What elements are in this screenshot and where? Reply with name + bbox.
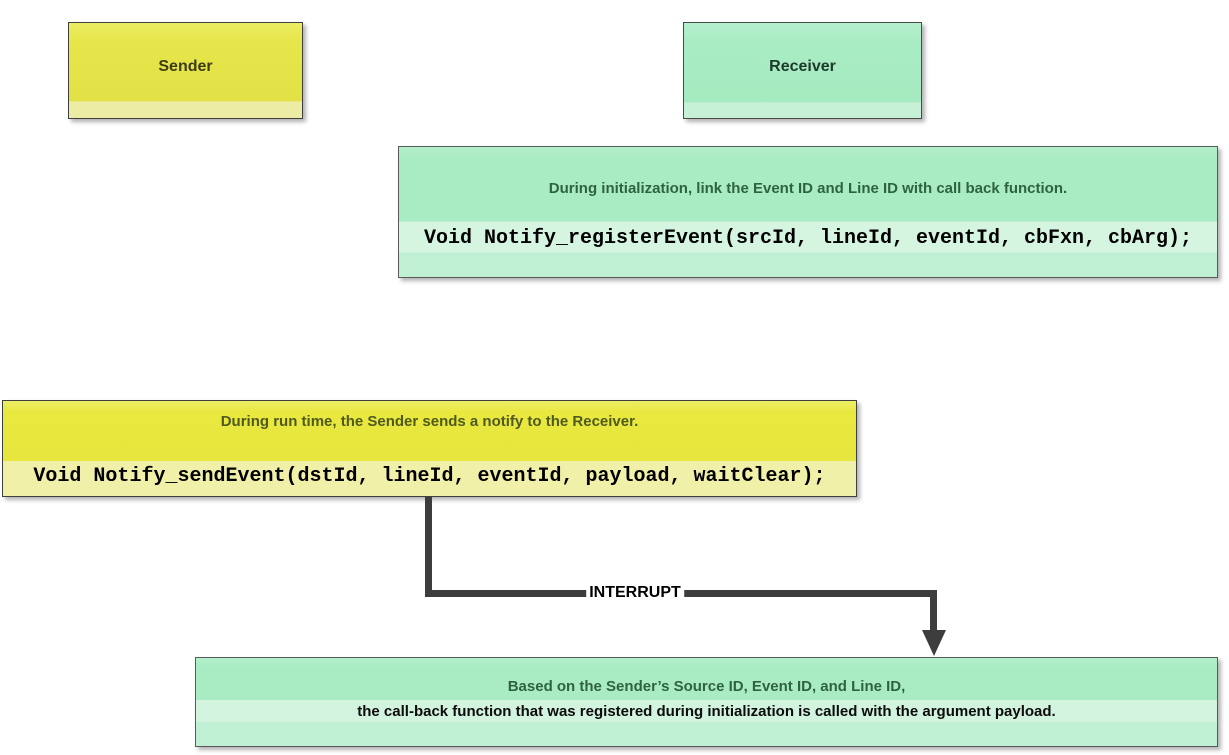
callback-description-line2: the call-back function that was register… <box>357 703 1056 720</box>
send-event-code: Void Notify_sendEvent(dstId, lineId, eve… <box>33 465 826 488</box>
register-event-note: During initialization, link the Event ID… <box>398 146 1218 278</box>
sender-node-label: Sender <box>158 57 213 75</box>
receiver-node-label: Receiver <box>769 57 836 75</box>
send-event-note: During run time, the Sender sends a noti… <box>2 400 857 497</box>
interrupt-arrow-label: INTERRUPT <box>586 584 684 602</box>
register-event-code: Void Notify_registerEvent(srcId, lineId,… <box>423 227 1193 250</box>
callback-description-line1: Based on the Sender’s Source ID, Event I… <box>507 678 906 695</box>
receiver-node: Receiver <box>683 22 922 119</box>
sender-node: Sender <box>68 22 303 119</box>
send-event-description: During run time, the Sender sends a noti… <box>220 413 639 430</box>
interrupt-arrowhead-icon <box>922 630 946 656</box>
callback-note: Based on the Sender’s Source ID, Event I… <box>195 657 1218 747</box>
interrupt-arrow-segment-drop <box>930 590 937 632</box>
interrupt-arrow-segment-down <box>425 497 432 597</box>
register-event-description: During initialization, link the Event ID… <box>548 180 1068 197</box>
